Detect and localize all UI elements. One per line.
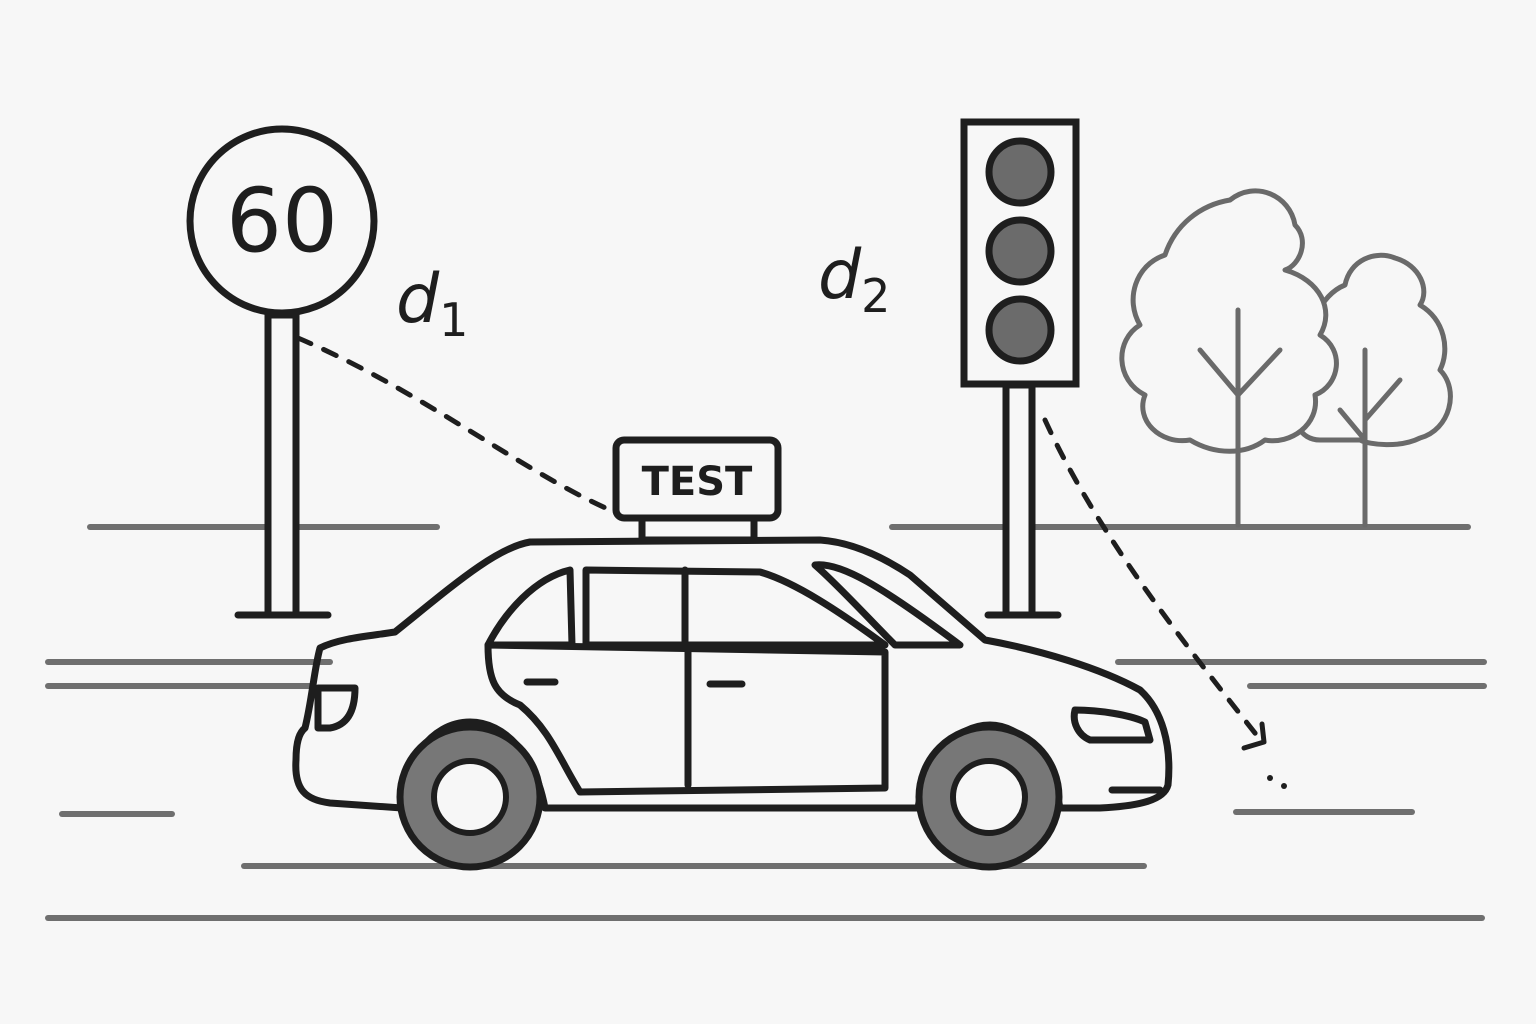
speed-sign-disc [186,125,378,317]
car-tail-light [314,684,359,732]
distance-dot-1 [1267,775,1273,781]
traffic-light [960,118,1080,619]
car-wheel-front [915,723,1063,871]
roof-sign-box [612,436,782,522]
tree-back-branch-right [1362,377,1403,423]
speed-limit-value: 60 [226,170,338,273]
car-door-outline [484,641,889,796]
tree-front-branch-right [1235,347,1283,398]
tree-back-branch-left [1337,407,1368,443]
car-window-rear [484,566,576,649]
roof-sign-text: TEST [642,459,753,505]
distance-line-d2 [1042,417,1265,745]
car-wheel-rear [396,723,544,871]
car-head-light [1070,706,1154,744]
speed-limit-sign: 60 [186,125,378,619]
car-windshield [811,561,964,649]
car-window-front [582,566,889,649]
distance-arrowhead-d2 [1241,721,1267,751]
trees [1119,188,1453,528]
traffic-light-lamp-bottom [985,295,1055,365]
label-d2: d2 [818,236,890,323]
distance-dot-2 [1281,783,1287,789]
label-d1: d1 [396,260,468,347]
tree-front-branch-left [1197,347,1241,398]
traffic-light-lamp-middle [985,216,1055,286]
traffic-light-pole [1002,381,1036,619]
distance-indicators: d1 d2 [295,236,1287,789]
speed-sign-pole [264,311,300,619]
road-lines [45,524,1487,921]
distance-line-d1 [295,335,613,513]
traffic-light-lamp-top [985,137,1055,207]
test-car: TEST [292,436,1173,871]
tree-front [1119,188,1339,454]
